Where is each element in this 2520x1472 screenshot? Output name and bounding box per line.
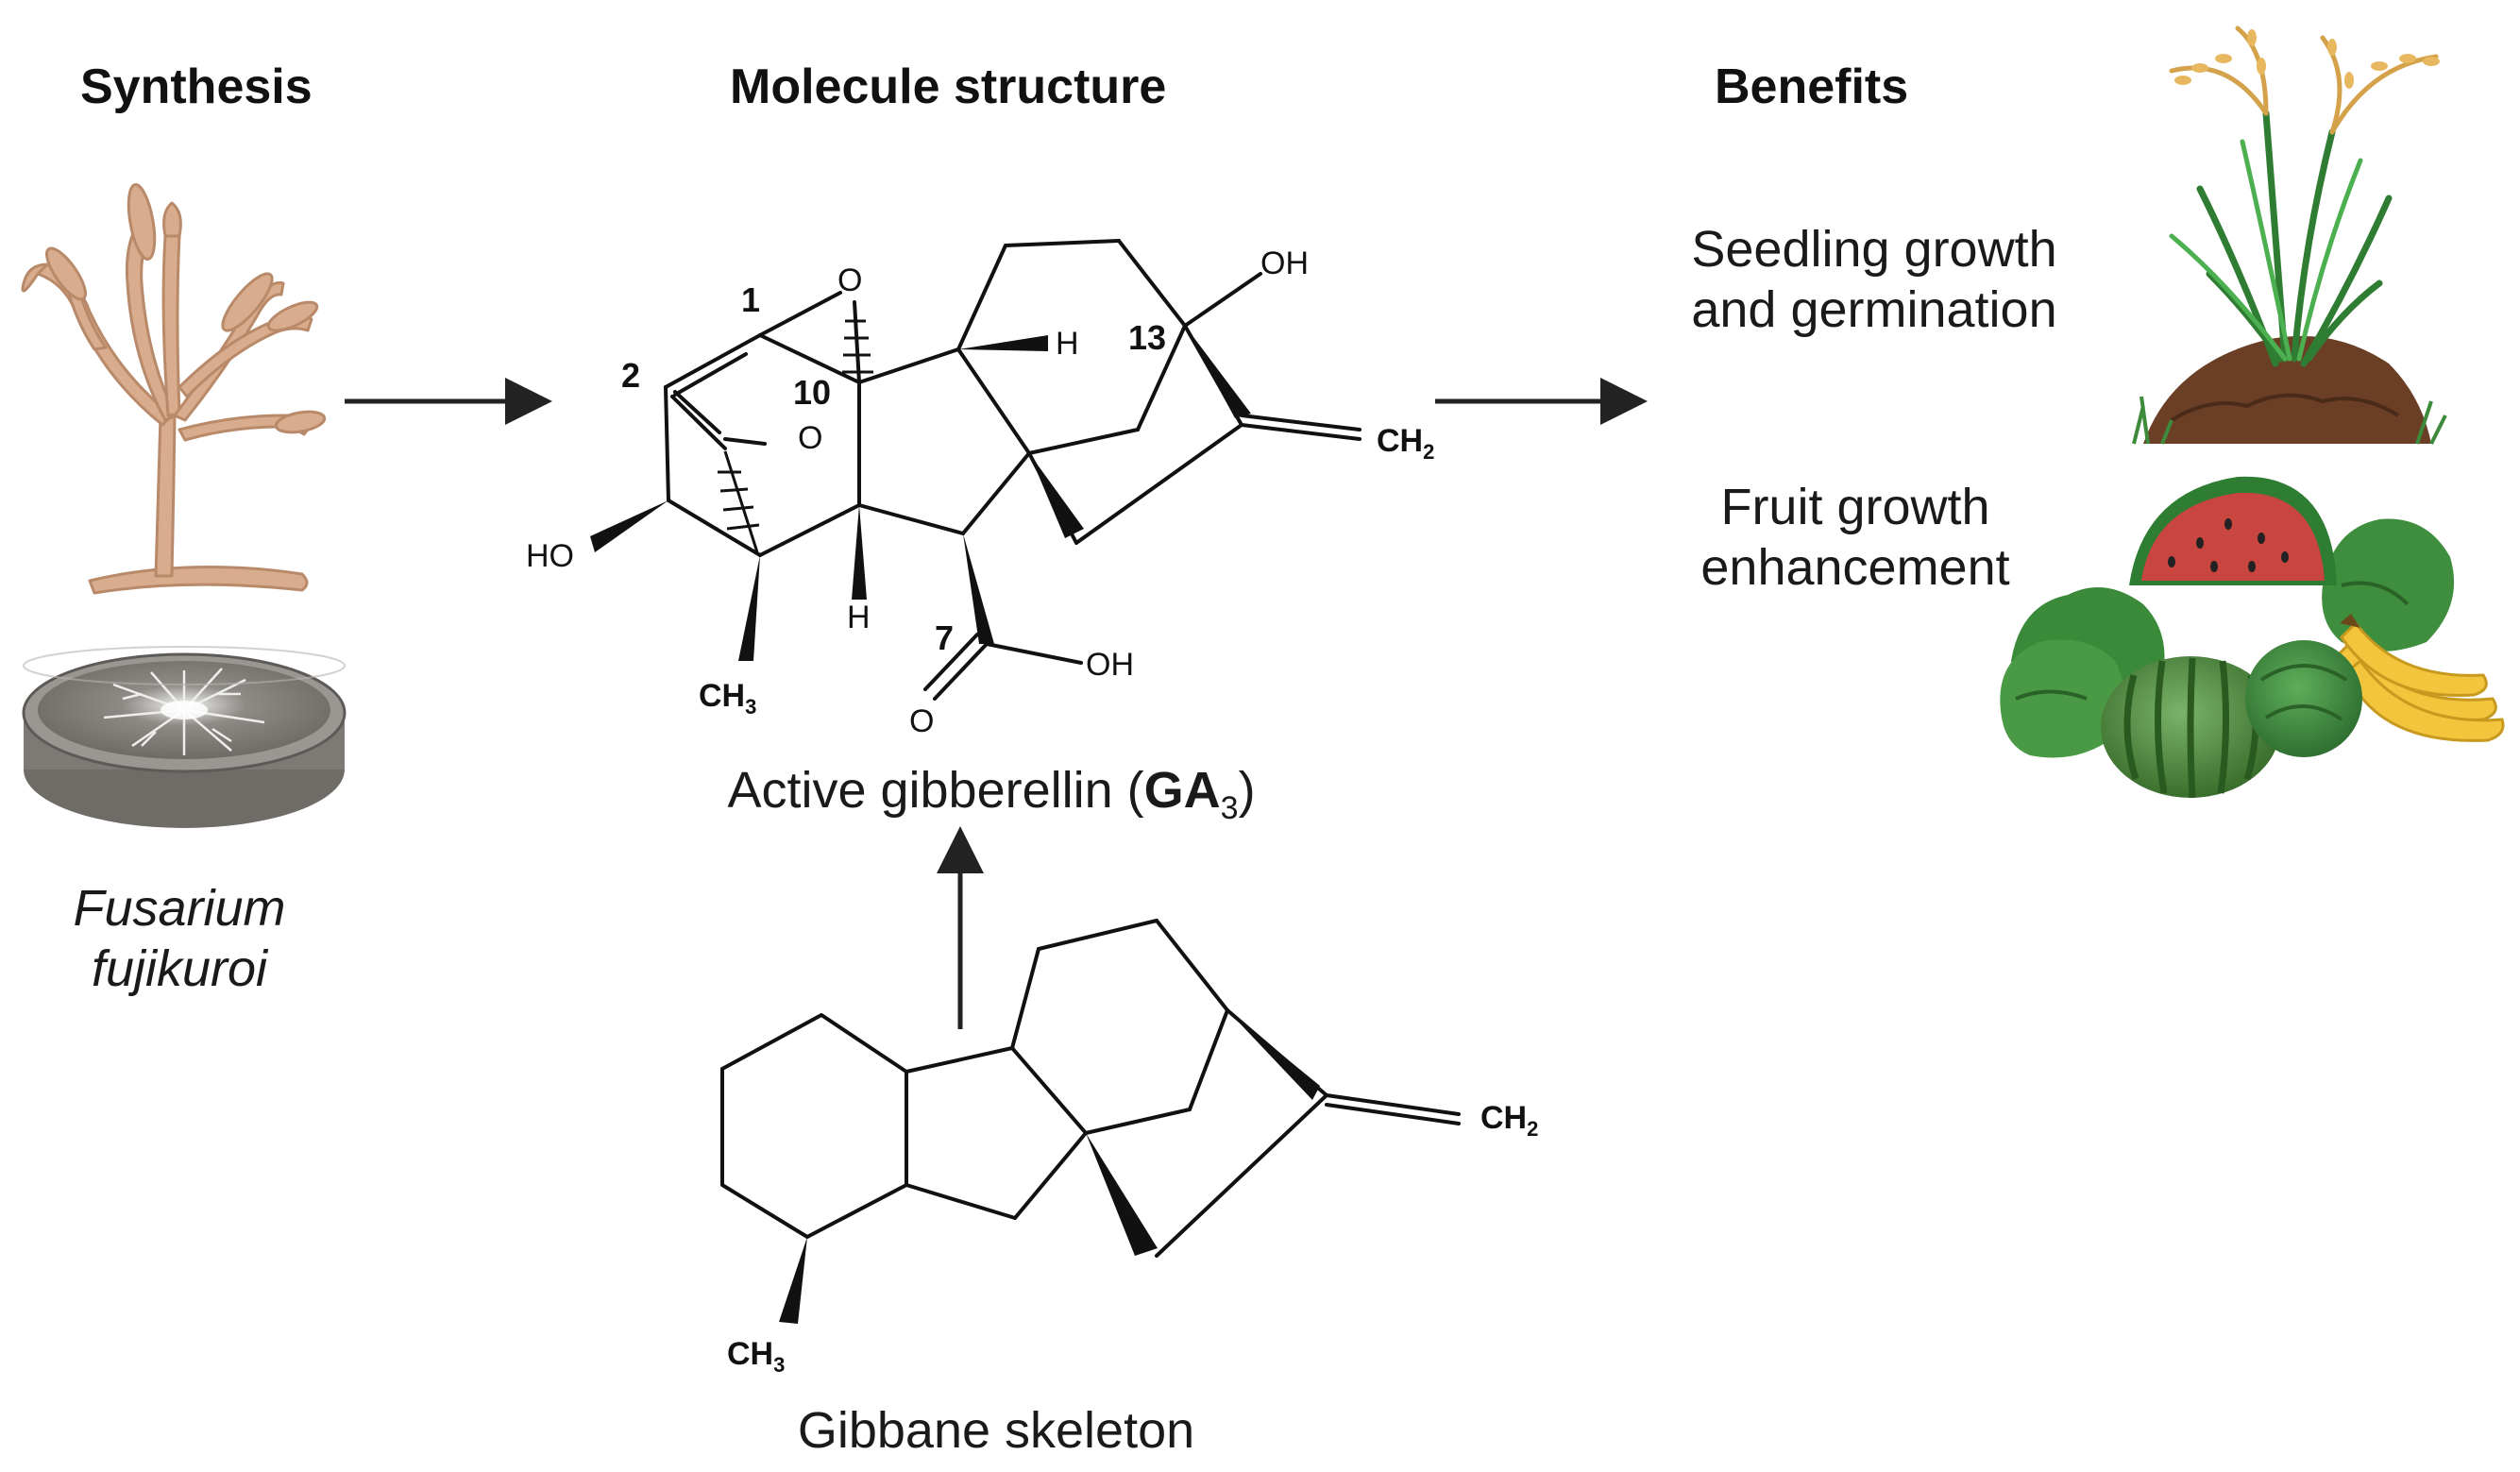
benefit-fruit-line2: enhancement (1700, 539, 2010, 596)
ga3-caption-suffix: ) (1238, 762, 1256, 819)
gibbane-labels: CH2 CH3 (727, 1100, 1538, 1377)
benefit-seedling-label: Seedling growth and germination (1662, 219, 2087, 340)
rice-plant-icon (2132, 25, 2447, 445)
gibbane-label-ch3: CH3 (727, 1336, 785, 1377)
ga3-caption: Active gibberellin (GA3) (661, 760, 1322, 838)
benefit-seedling-line1: Seedling growth (1691, 221, 2057, 278)
gibbane-wedges (779, 1010, 1320, 1324)
petri-dish-icon (22, 646, 347, 828)
ga3-label-c13: 13 (1128, 318, 1166, 357)
benefit-fruit-line1: Fruit growth (1720, 479, 1990, 535)
ga3-label-o-lactone: O (798, 420, 822, 456)
ga3-caption-sub: 3 (1220, 789, 1239, 826)
ga3-label-c7: 7 (935, 618, 954, 657)
ga3-label-c10: 10 (793, 373, 831, 412)
ga3-label-c2: 2 (621, 356, 640, 395)
organism-species: fujikuroi (91, 940, 268, 997)
ga3-label-oh-acid: OH (1086, 647, 1134, 683)
fungus-icon (21, 183, 327, 595)
ga3-label-h-upper: H (1056, 326, 1079, 362)
heading-benefits: Benefits (1715, 59, 1909, 114)
ga3-label-o-acid: O (909, 703, 934, 739)
heading-molecule-structure: Molecule structure (730, 59, 1167, 114)
fruits-vegetables-icon (2000, 476, 2505, 799)
ga3-stereo-wedges (590, 326, 1251, 661)
ga3-label-ch2: CH2 (1377, 423, 1434, 464)
benefit-fruit-label: Fruit growth enhancement (1643, 477, 2068, 598)
ga3-caption-prefix: Active gibberellin ( (727, 762, 1144, 819)
gibbane-label-ch2: CH2 (1480, 1100, 1538, 1141)
heading-synthesis: Synthesis (80, 59, 313, 114)
organism-genus: Fusarium (73, 880, 286, 937)
ga3-hashed-bonds (718, 319, 873, 553)
ga3-atom-labels: 1 2 10 13 7 O O O OH HO OH H H CH2 CH3 (526, 245, 1434, 739)
ga3-molecule (664, 239, 1361, 701)
benefit-seedling-line2: and germination (1691, 281, 2057, 338)
gibbane-caption: Gibbane skeleton (797, 1402, 1195, 1459)
ga3-label-oh-left: HO (526, 538, 574, 574)
ga3-caption-bold: GA (1143, 762, 1221, 819)
ga3-label-oh-top: OH (1260, 245, 1309, 281)
gibbane-skeleton (720, 919, 1461, 1258)
ga3-label-ch3: CH3 (699, 678, 756, 719)
organism-name: Fusarium fujikuroi (38, 878, 321, 999)
ga3-label-o-bridge: O (837, 262, 862, 298)
ga3-label-h-lower: H (847, 600, 871, 635)
ga3-label-c1: 1 (741, 280, 760, 319)
